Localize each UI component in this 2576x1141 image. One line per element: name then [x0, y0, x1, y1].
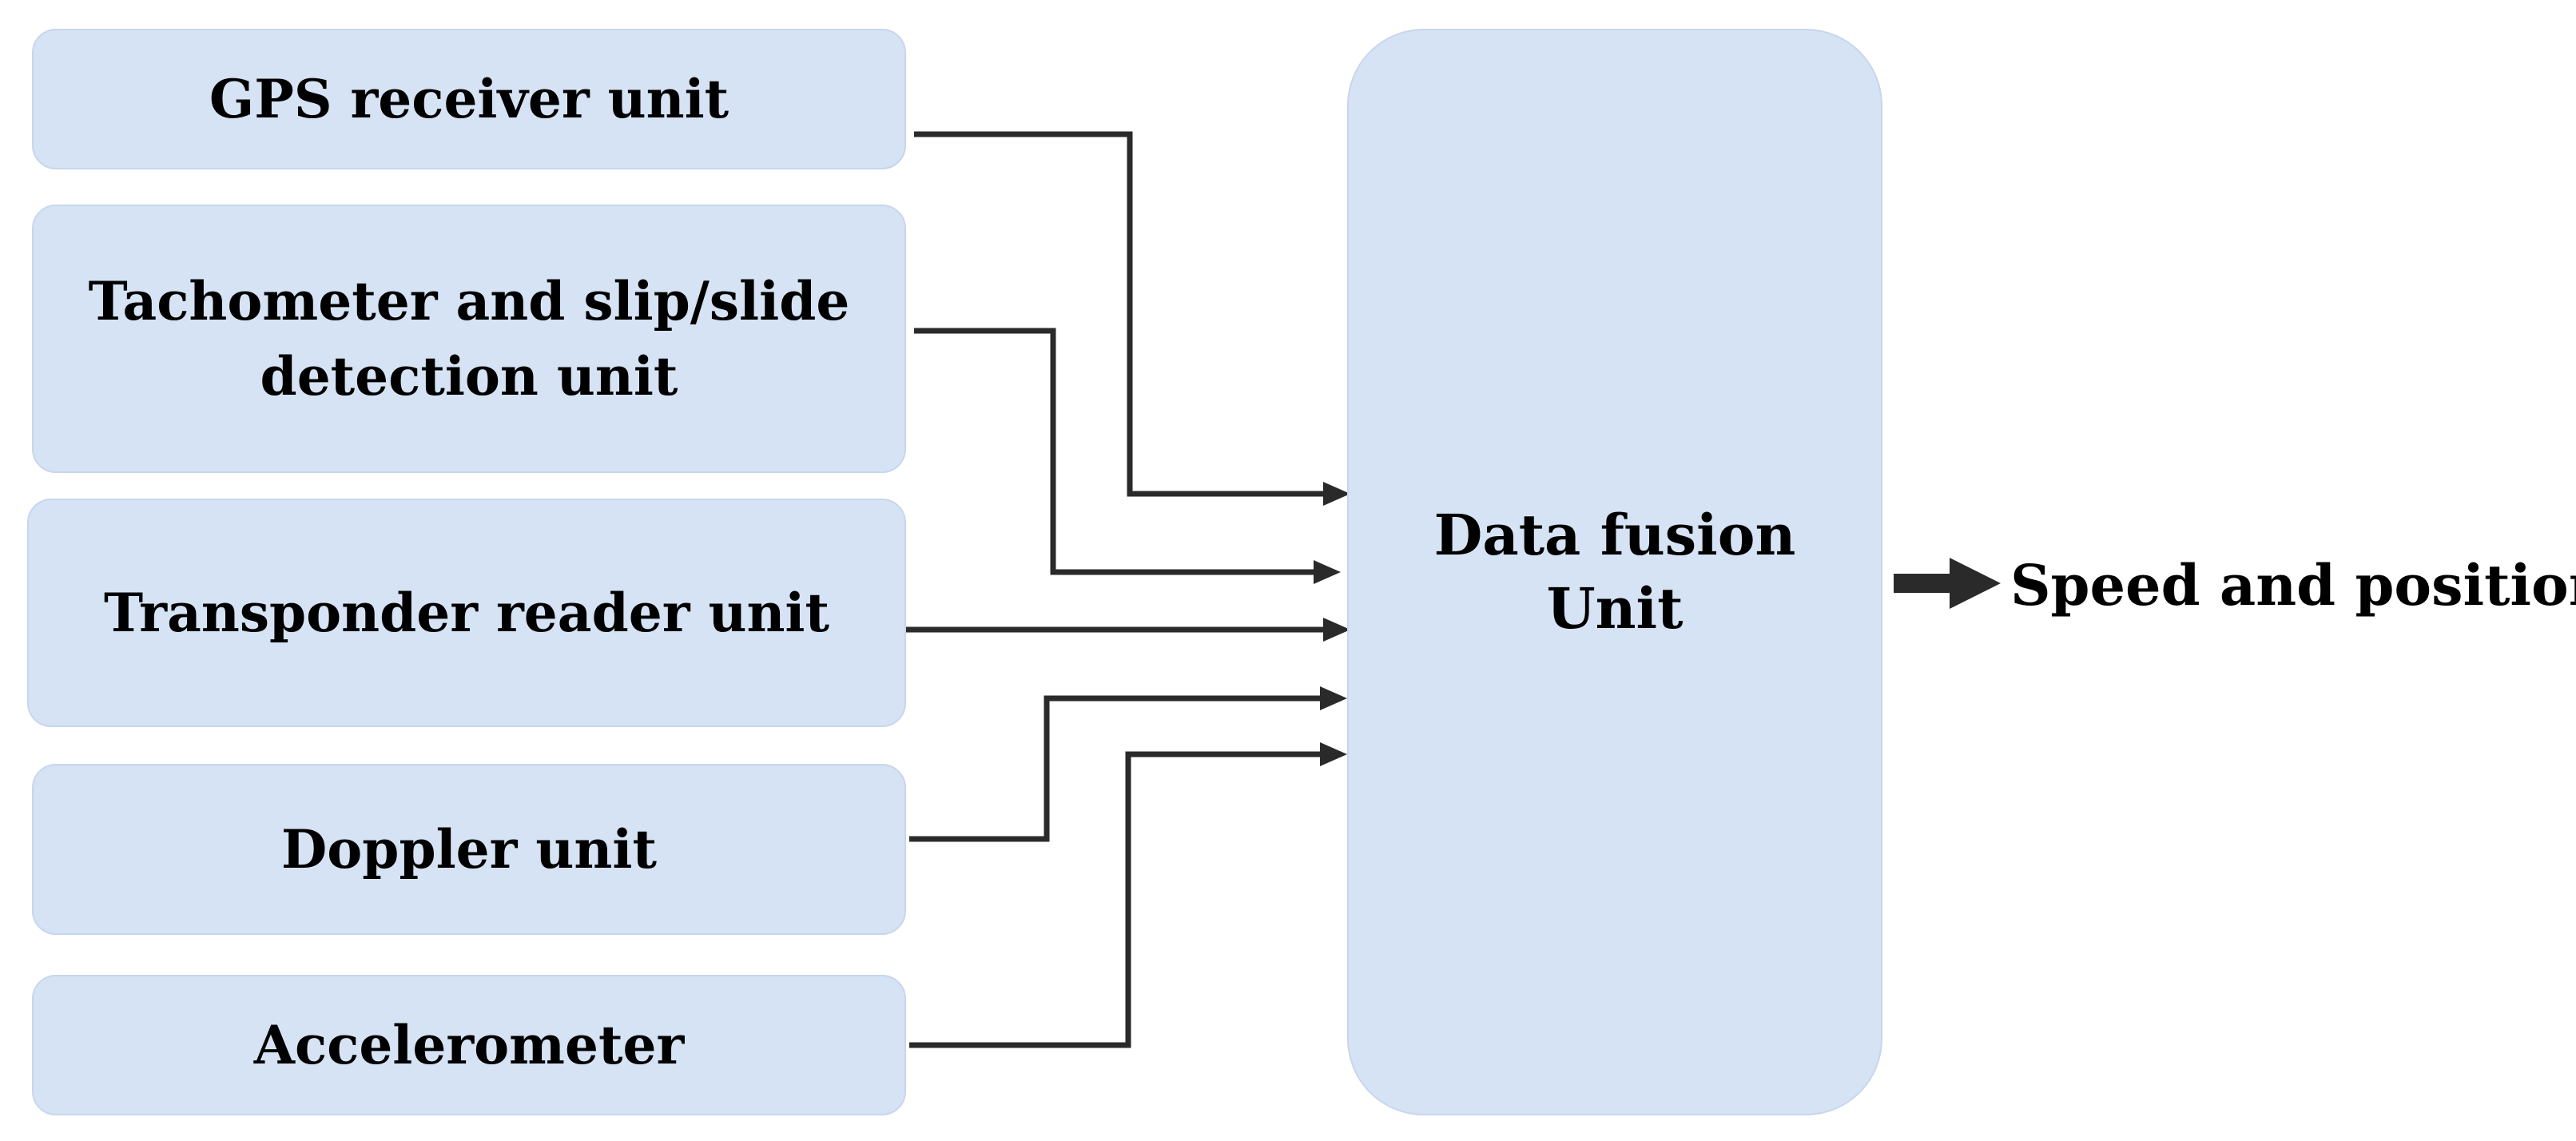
- connector-doppler: [909, 695, 1323, 842]
- gps-receiver-label-line: GPS receiver unit: [209, 68, 729, 130]
- accelerometer-label-line: Accelerometer: [253, 1014, 685, 1076]
- arrowhead-accel: [1320, 742, 1347, 766]
- doppler-box: Doppler unit: [32, 764, 906, 935]
- arrowhead-transponder: [1323, 618, 1350, 642]
- data-fusion-box: Data fusion Unit: [1347, 29, 1882, 1115]
- tachometer-label-line-2: detection unit: [260, 345, 678, 408]
- doppler-label-line: Doppler unit: [281, 818, 657, 881]
- transponder-reader-label-line: Transponder reader unit: [104, 582, 829, 644]
- arrowhead-doppler: [1320, 686, 1347, 710]
- connector-tacho: [914, 328, 1317, 575]
- gps-receiver-box: GPS receiver unit: [32, 29, 906, 169]
- arrowhead-tacho: [1314, 560, 1341, 584]
- tachometer-label: Tachometer and slip/slide detection unit: [89, 264, 850, 414]
- data-fusion-label-line-1: Data fusion: [1433, 502, 1796, 568]
- output-label: Speed and position: [2010, 552, 2576, 618]
- tachometer-label-line-1: Tachometer and slip/slide: [88, 270, 850, 332]
- accelerometer-box: Accelerometer: [32, 975, 906, 1115]
- output-arrow-head: [1950, 558, 2001, 609]
- transponder-reader-box: Transponder reader unit: [27, 499, 906, 727]
- data-fusion-label-line-2: Unit: [1546, 575, 1684, 642]
- gps-receiver-label: GPS receiver unit: [209, 62, 729, 137]
- doppler-label: Doppler unit: [281, 812, 657, 887]
- connector-accel: [909, 751, 1323, 1048]
- tachometer-box: Tachometer and slip/slide detection unit: [32, 205, 906, 473]
- connector-gps: [914, 131, 1326, 497]
- data-fusion-label: Data fusion Unit: [1434, 499, 1796, 646]
- transponder-reader-label: Transponder reader unit: [104, 575, 829, 650]
- output-arrow-shaft: [1894, 574, 1958, 593]
- arrowhead-gps: [1323, 482, 1350, 506]
- accelerometer-label: Accelerometer: [254, 1008, 685, 1083]
